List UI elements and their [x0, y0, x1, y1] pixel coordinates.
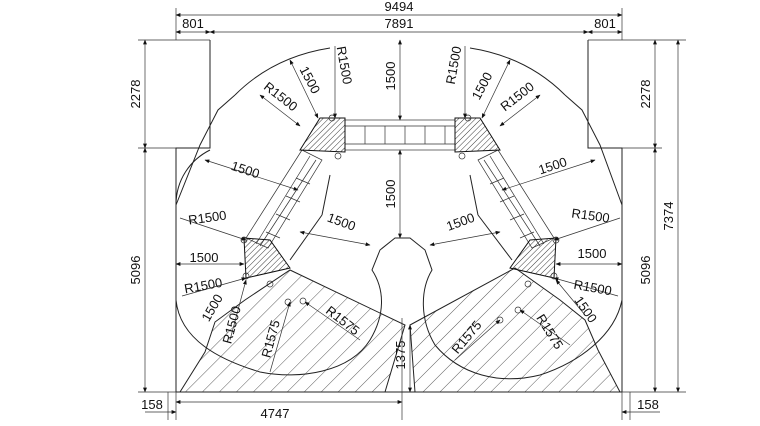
- dim-overall-width: 9494: [385, 0, 414, 14]
- dim-left-lower: 5096: [128, 256, 143, 285]
- stair-landings: [240, 114, 560, 324]
- label-r-r1500: R1500: [571, 205, 611, 225]
- label-l-r1500: R1500: [187, 207, 227, 227]
- dim-right-upper: 2278: [638, 80, 653, 109]
- label-tl-1500: 1500: [297, 64, 324, 97]
- dim-left-offset: 801: [182, 16, 204, 31]
- dimension-lines: [138, 8, 686, 420]
- label-tl-r1500-b: R1500: [261, 79, 300, 114]
- zone-curves: [175, 47, 623, 380]
- dim-right-offset: 801: [594, 16, 616, 31]
- label-r-r1500-b: R1500: [573, 277, 613, 298]
- label-rc-1500: 1500: [444, 210, 476, 234]
- label-top-1500: 1500: [383, 62, 398, 91]
- label-lc-1500: 1500: [325, 210, 357, 234]
- dim-center-height: 1375: [393, 341, 408, 370]
- label-tr-r1500: R1500: [443, 45, 464, 85]
- label-l-r1500-b: R1500: [183, 275, 223, 296]
- label-tl-r1500: R1500: [334, 45, 355, 85]
- hatched-areas: [179, 267, 621, 393]
- dim-bottom-right: 158: [637, 397, 659, 412]
- label-r-1500-b: 1500: [578, 246, 607, 261]
- dim-left-upper: 2278: [128, 80, 143, 109]
- dim-mid-width: 7891: [385, 16, 414, 31]
- label-center-1500: 1500: [383, 180, 398, 209]
- label-tr-r1500-b: R1500: [498, 79, 537, 114]
- dim-bottom-span: 4747: [261, 406, 290, 421]
- dim-total-height: 7374: [661, 202, 676, 231]
- dim-bottom-left: 158: [141, 397, 163, 412]
- label-l-1500-a: 1500: [229, 158, 261, 181]
- label-l-1500-b: 1500: [190, 250, 219, 265]
- dim-right-lower: 5096: [638, 256, 653, 285]
- label-tr-1500: 1500: [469, 70, 496, 103]
